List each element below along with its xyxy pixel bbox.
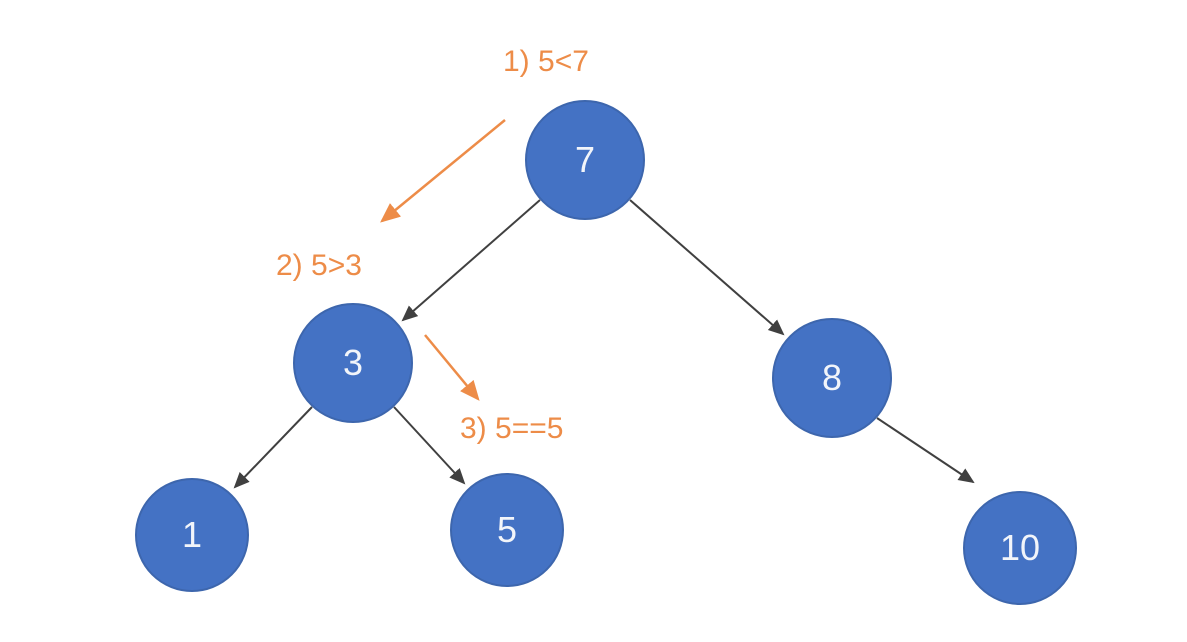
search-step-3-arrow: [424, 334, 480, 401]
edge-3-5: [393, 406, 466, 485]
search-step-1-label: 1) 5<7: [503, 45, 589, 78]
search-step-1-arrow: [380, 119, 506, 223]
edge-7-8: [629, 199, 785, 336]
tree-node-8-label: 8: [821, 357, 843, 398]
edge-3-1: [233, 406, 313, 489]
edge-8-10: [876, 417, 975, 484]
tree-node-3-label: 3: [342, 342, 364, 383]
tree-node-3: 3: [293, 303, 413, 423]
search-step-2-label: 2) 5>3: [276, 249, 362, 282]
edge-7-3: [401, 199, 541, 322]
tree-node-10: 10: [963, 491, 1077, 605]
tree-node-5: 5: [450, 473, 564, 587]
tree-node-7-label: 7: [574, 139, 596, 180]
tree-node-1: 1: [135, 478, 249, 592]
search-step-3-label: 3) 5==5: [460, 412, 564, 445]
tree-node-1-label: 1: [181, 514, 203, 555]
tree-node-10-label: 10: [999, 527, 1041, 568]
tree-node-8: 8: [772, 318, 892, 438]
tree-node-5-label: 5: [496, 509, 518, 550]
tree-node-7: 7: [525, 100, 645, 220]
